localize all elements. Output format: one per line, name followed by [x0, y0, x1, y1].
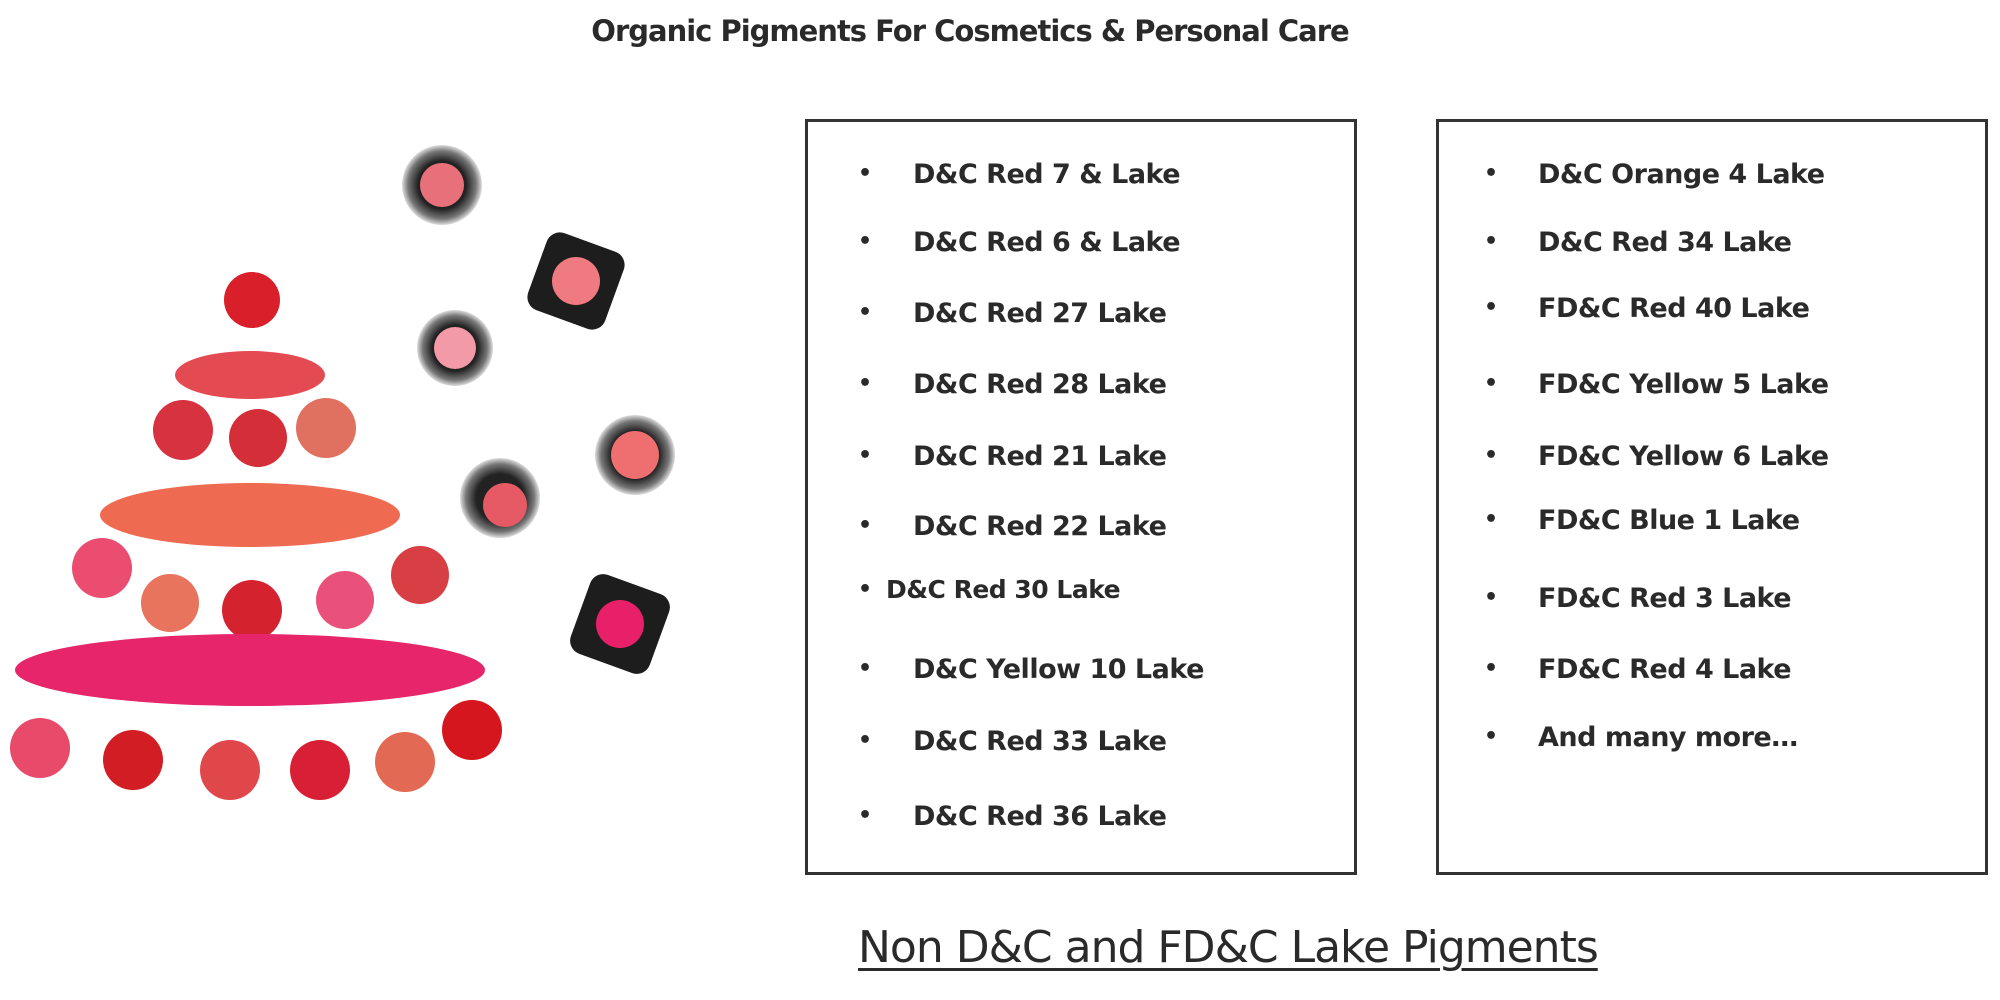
list-item: FD&C Red 3 Lake [1538, 583, 1792, 614]
list-item: D&C Red 21 Lake [913, 441, 1167, 472]
lipstick-swatches-image [10, 145, 675, 800]
pigment-list-right [1436, 119, 1988, 875]
bullet-icon: • [858, 803, 873, 828]
bullet-icon: • [858, 229, 873, 254]
bullet-icon: • [1484, 724, 1499, 749]
list-item: And many more… [1538, 722, 1798, 753]
bullet-icon: • [858, 371, 873, 396]
pigment-list-left [805, 119, 1357, 875]
list-item: FD&C Yellow 6 Lake [1538, 441, 1829, 472]
bullet-icon: • [1484, 507, 1499, 532]
bullet-icon: • [858, 728, 873, 753]
bullet-icon: • [858, 513, 873, 538]
list-item: D&C Red 36 Lake [913, 801, 1167, 832]
list-item: D&C Yellow 10 Lake [913, 654, 1204, 685]
list-item: FD&C Blue 1 Lake [1538, 505, 1800, 536]
bullet-icon: • [1484, 229, 1499, 254]
list-item: D&C Red 33 Lake [913, 726, 1167, 757]
lipstick-tubes [402, 145, 675, 674]
bullet-icon: • [1484, 443, 1499, 468]
color-swatches [10, 272, 502, 800]
list-item: D&C Red 27 Lake [913, 298, 1167, 329]
list-item: FD&C Yellow 5 Lake [1538, 369, 1829, 400]
list-item: D&C Red 30 Lake [886, 575, 1121, 604]
bullet-icon: • [858, 656, 873, 681]
list-item: D&C Orange 4 Lake [1538, 159, 1825, 190]
bullet-icon: • [1484, 585, 1499, 610]
bullet-icon: • [1484, 656, 1499, 681]
list-item: D&C Red 6 & Lake [913, 227, 1181, 258]
bullet-icon: • [1484, 371, 1499, 396]
list-item: D&C Red 34 Lake [1538, 227, 1792, 258]
bullet-icon: • [858, 577, 873, 602]
list-item: D&C Red 28 Lake [913, 369, 1167, 400]
bullet-icon: • [1484, 161, 1499, 186]
bullet-icon: • [858, 443, 873, 468]
list-item: FD&C Red 4 Lake [1538, 654, 1792, 685]
bullet-icon: • [858, 300, 873, 325]
list-item: FD&C Red 40 Lake [1538, 293, 1810, 324]
list-item: D&C Red 22 Lake [913, 511, 1167, 542]
bullet-icon: • [858, 161, 873, 186]
footer-heading: Non D&C and FD&C Lake Pigments [858, 922, 1599, 973]
bullet-icon: • [1484, 295, 1499, 320]
list-item: D&C Red 7 & Lake [913, 159, 1181, 190]
page-title: Organic Pigments For Cosmetics & Persona… [591, 14, 1349, 48]
